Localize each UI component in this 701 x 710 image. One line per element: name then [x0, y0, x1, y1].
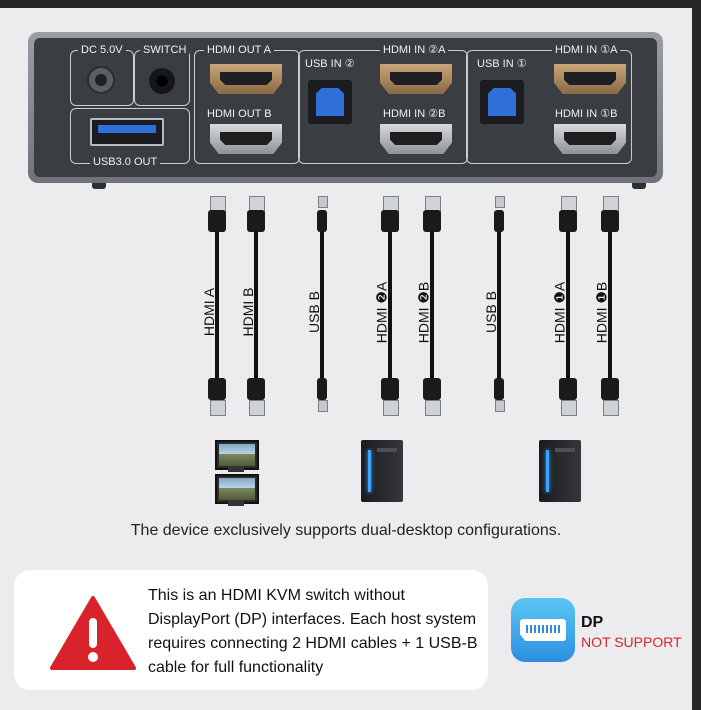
cable-wire	[388, 232, 392, 378]
plug-tip-bottom	[210, 400, 226, 416]
plug-head-bottom	[381, 378, 399, 400]
device-panel: DC 5.0V SWITCH USB3.0 OUT HDMI OUT A HDM…	[34, 38, 657, 177]
displayport-icon	[511, 598, 575, 662]
right-border	[692, 0, 701, 710]
usb-b-port-1	[480, 80, 524, 124]
plug-head-bottom	[317, 378, 327, 400]
hdmi-cable	[241, 196, 271, 434]
cable-wire	[497, 232, 501, 378]
cable-label: HDMI B	[240, 287, 256, 337]
dp-title: DP	[581, 614, 604, 631]
product-infographic: DC 5.0V SWITCH USB3.0 OUT HDMI OUT A HDM…	[0, 8, 692, 710]
plug-head-top	[559, 210, 577, 232]
plug-head-bottom	[247, 378, 265, 400]
monitor-icon	[215, 474, 259, 504]
cable-label: HDMI A	[201, 287, 217, 337]
plug-head-top	[247, 210, 265, 232]
hdmi-in-1b-label: HDMI IN ①B	[552, 108, 621, 120]
warning-box: This is an HDMI KVM switch without Displ…	[14, 570, 488, 690]
dp-port-shape	[520, 619, 566, 641]
hdmi-in-2a-port	[380, 64, 452, 94]
monitor-stand	[228, 500, 244, 506]
plug-tip-bottom	[383, 400, 399, 416]
plug-tip-top	[318, 196, 328, 208]
pc-tower-icon	[539, 440, 581, 502]
plug-tip-bottom	[561, 400, 577, 416]
warning-text: This is an HDMI KVM switch without Displ…	[148, 587, 478, 676]
plug-head-top	[494, 210, 504, 232]
plug-head-bottom	[601, 378, 619, 400]
usb-out-label: USB3.0 OUT	[90, 156, 161, 168]
plug-head-bottom	[494, 378, 504, 400]
plug-head-bottom	[208, 378, 226, 400]
cable-label: HDMI ❷B	[415, 281, 432, 344]
hdmi-out-a-port	[210, 64, 282, 94]
cable-wire	[566, 232, 570, 378]
cable-label: HDMI ❶B	[593, 281, 610, 344]
cable-wire	[254, 232, 258, 378]
hdmi-in-2b-port	[380, 124, 452, 154]
usb-in-2-label: USB IN ②	[302, 58, 358, 70]
hdmi-in-2b-label: HDMI IN ②B	[380, 108, 449, 120]
hdmi-in-2a-label: HDMI IN ②A	[380, 44, 449, 56]
plug-tip-bottom	[425, 400, 441, 416]
usb-b-cable	[484, 196, 514, 434]
dp-not-support: NOT SUPPORT	[581, 634, 682, 650]
plug-head-top	[601, 210, 619, 232]
device-foot-right	[632, 183, 646, 189]
host-1-group	[466, 50, 632, 164]
hdmi-in-1b-port	[554, 124, 626, 154]
plug-head-top	[381, 210, 399, 232]
cable-label: USB B	[306, 291, 322, 334]
hdmi-in-1a-label: HDMI IN ①A	[552, 44, 621, 56]
usb-b-port-2	[308, 80, 352, 124]
switch-jack	[149, 68, 175, 94]
caption-text: The device exclusively supports dual-des…	[130, 522, 562, 539]
hdmi-cable	[375, 196, 405, 434]
cable-wire	[320, 232, 324, 378]
hdmi-out-a-label: HDMI OUT A	[204, 44, 274, 56]
plug-head-bottom	[423, 378, 441, 400]
device-foot-left	[92, 183, 106, 189]
monitor-icon	[215, 440, 259, 470]
hdmi-in-1a-port	[554, 64, 626, 94]
plug-head-bottom	[559, 378, 577, 400]
kvm-switch-device: DC 5.0V SWITCH USB3.0 OUT HDMI OUT A HDM…	[28, 32, 663, 183]
dc-power-jack	[87, 66, 115, 94]
cable-label: HDMI ❷A	[373, 281, 390, 344]
hdmi-out-b-port	[210, 124, 282, 154]
cable-wire	[608, 232, 612, 378]
plug-tip-bottom	[249, 400, 265, 416]
cable-wire	[215, 232, 219, 378]
switch-label: SWITCH	[140, 44, 190, 56]
usb-b-cable	[307, 196, 337, 434]
hdmi-cable	[553, 196, 583, 434]
usb-a-port	[90, 118, 164, 146]
plug-tip-bottom	[495, 400, 505, 412]
top-border	[0, 0, 701, 8]
hdmi-out-b-label: HDMI OUT B	[204, 108, 275, 120]
usb-in-1-label: USB IN ①	[474, 58, 530, 70]
plug-head-top	[423, 210, 441, 232]
warning-triangle-icon	[50, 596, 136, 670]
plug-tip-bottom	[318, 400, 328, 412]
plug-head-top	[317, 210, 327, 232]
plug-tip-top	[495, 196, 505, 208]
hdmi-cable	[595, 196, 625, 434]
monitor-stand	[228, 466, 244, 472]
dc-label: DC 5.0V	[78, 44, 126, 56]
hdmi-cable	[202, 196, 232, 434]
plug-head-top	[208, 210, 226, 232]
cable-label: USB B	[483, 291, 499, 334]
cable-label: HDMI ❶A	[551, 281, 568, 344]
hdmi-cable	[417, 196, 447, 434]
cable-wire	[430, 232, 434, 378]
plug-tip-bottom	[603, 400, 619, 416]
pc-tower-icon	[361, 440, 403, 502]
